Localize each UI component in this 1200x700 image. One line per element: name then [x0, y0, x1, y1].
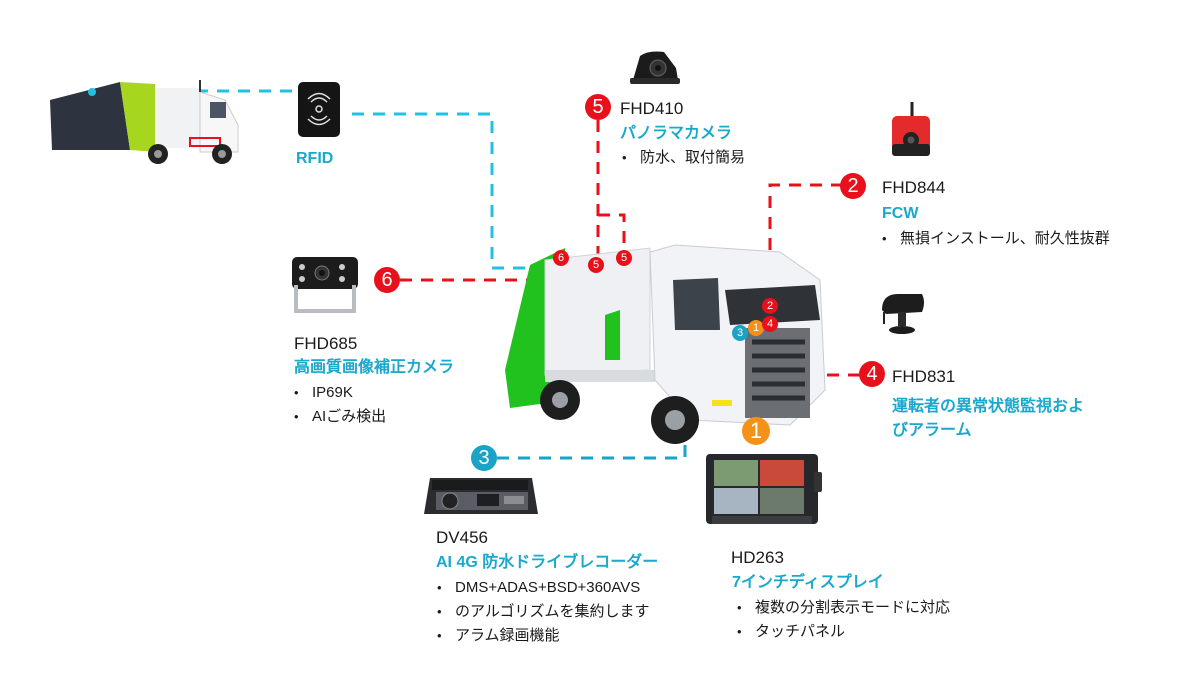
hd263-device: [704, 452, 824, 537]
fhd844-device: [888, 102, 936, 165]
feature-item: アラム録画機能: [437, 624, 650, 648]
fhd685-subtitle: 高画質画像補正カメラ: [294, 359, 455, 376]
fhd410-features: 防水、取付簡易: [622, 146, 745, 170]
truck-marker-1-large: 1: [742, 417, 770, 445]
main-garbage-truck-image: [505, 244, 826, 444]
badge-6: 6: [374, 267, 400, 293]
truck-marker-3: 3: [732, 325, 748, 341]
fhd685-model: FHD685: [294, 334, 358, 353]
fhd685-features: IP69K AIごみ検出: [294, 381, 386, 429]
truck-marker-6: 6: [553, 250, 569, 266]
fhd831-model: FHD831: [892, 367, 956, 386]
side-camera-icon: [630, 51, 680, 84]
fhd685-device: [290, 255, 362, 322]
feature-item: 防水、取付簡易: [622, 146, 745, 170]
dash-camera-icon: [892, 102, 930, 156]
badge-4: 4: [859, 361, 885, 387]
fhd844-features: 無損インストール、耐久性抜群: [882, 227, 1110, 251]
rfid-reader: [296, 80, 352, 145]
fhd831-subtitle-line2: びアラーム: [892, 422, 972, 439]
feature-item: タッチパネル: [737, 620, 950, 644]
fhd410-model: FHD410: [620, 99, 684, 118]
feature-item: 無損インストール、耐久性抜群: [882, 227, 1110, 251]
fhd831-device: [878, 290, 928, 343]
feature-item: AIごみ検出: [294, 405, 386, 429]
truck-marker-5a: 5: [588, 257, 604, 273]
hd263-model: HD263: [731, 548, 784, 567]
feature-item: DMS+ADAS+BSD+360AVS: [437, 576, 650, 600]
feature-item: IP69K: [294, 381, 386, 405]
badge-5: 5: [585, 94, 611, 120]
mdvr-recorder-icon: [424, 478, 538, 514]
dms-camera-icon: [882, 294, 924, 334]
rfid-label: RFID: [296, 150, 334, 167]
hd263-subtitle: 7インチディスプレイ: [732, 574, 884, 591]
rfid-reader-icon: [298, 82, 340, 137]
dv456-features: DMS+ADAS+BSD+360AVS のアルゴリズムを集約します アラム録画機…: [437, 576, 650, 648]
rfid-line-main-truck: [352, 112, 545, 270]
line-5b: [598, 213, 626, 250]
dv456-model: DV456: [436, 528, 488, 547]
badge-3: 3: [471, 445, 497, 471]
fhd844-model: FHD844: [882, 178, 946, 197]
truck-marker-4: 4: [762, 316, 778, 332]
dv456-device: [422, 474, 540, 523]
feature-item: のアルゴリズムを集約します: [437, 600, 650, 624]
hd263-features: 複数の分割表示モードに対応 タッチパネル: [737, 596, 950, 644]
fhd410-subtitle: パノラマカメラ: [620, 125, 733, 142]
fhd410-device: [628, 48, 683, 93]
badge-2: 2: [840, 173, 866, 199]
bracket-camera-icon: [292, 257, 358, 313]
fhd844-subtitle: FCW: [882, 205, 919, 222]
small-garbage-truck-image: [50, 80, 239, 164]
dv456-subtitle: AI 4G 防水ドライブレコーダー: [436, 554, 659, 571]
fhd831-subtitle-line1: 運転者の異常状態監視およ: [892, 398, 1085, 415]
truck-marker-1-small: 1: [748, 320, 764, 336]
truck-marker-2: 2: [762, 298, 778, 314]
monitor-display-icon: [706, 454, 822, 524]
feature-item: 複数の分割表示モードに対応: [737, 596, 950, 620]
truck-marker-5b: 5: [616, 250, 632, 266]
